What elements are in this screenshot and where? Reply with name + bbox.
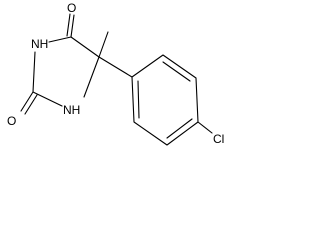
chemical-structure-diagram: O NH O NH Cl — [7, 1, 224, 146]
benzene-outline — [131, 54, 199, 146]
bond-nh3-c2 — [32, 51, 36, 93]
benzene-inner-bond-2 — [166, 118, 193, 139]
bond-c2-o-inner — [24, 94, 38, 115]
atom-label-cl: Cl — [213, 132, 224, 146]
bond-c5-aryl — [98, 56, 133, 78]
bond-c2-nh1 — [32, 91, 63, 107]
benzene-ring — [131, 54, 199, 146]
atom-label-nh-upper: NH — [31, 37, 48, 51]
carbonyl-top — [66, 13, 75, 38]
hydantoin-ring — [32, 36, 100, 107]
benzene-inner-bond-3 — [137, 80, 140, 119]
carbonyl-left — [20, 91, 38, 115]
atom-label-nh-lower: NH — [63, 103, 80, 117]
benzene-inner-bond-1 — [162, 61, 191, 82]
bond-c4-o-outer — [70, 14, 75, 38]
bond-c5-methyl — [98, 31, 109, 58]
bond-aryl-cl — [197, 121, 213, 134]
bond-c4-nh3 — [48, 36, 72, 43]
bond-c5-c4 — [70, 36, 100, 58]
atom-label-o-left: O — [7, 114, 16, 128]
atom-label-o-top: O — [67, 1, 76, 15]
bond-c4-o-inner — [66, 13, 71, 37]
bond-nh1-c5 — [83, 56, 100, 98]
bond-c2-o-outer — [20, 91, 34, 112]
